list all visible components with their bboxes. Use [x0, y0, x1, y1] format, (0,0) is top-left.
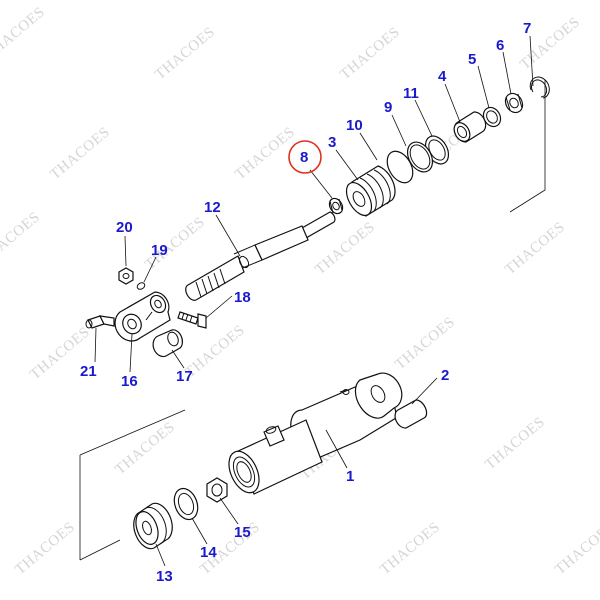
- part-label-21: 21: [80, 363, 97, 380]
- watermark: THACOES: [232, 124, 298, 183]
- grease-fitting-part: [85, 315, 115, 329]
- part-label-18: 18: [234, 289, 251, 306]
- piston-rod-part: [185, 211, 336, 301]
- part-label-20: 20: [116, 219, 133, 236]
- pin-part: [394, 399, 428, 429]
- watermark: THACOES: [47, 124, 113, 183]
- watermark: THACOES: [12, 519, 78, 578]
- watermark: THACOES: [0, 209, 43, 268]
- nut-part: [504, 92, 524, 114]
- watermark: THACOES: [0, 4, 48, 63]
- part-label-7: 7: [523, 20, 531, 37]
- part-label-19: 19: [151, 242, 168, 259]
- backup-ring-part-9: [386, 150, 414, 184]
- part-label-1: 1: [346, 468, 354, 485]
- watermark: THACOES: [482, 414, 548, 473]
- part-label-6: 6: [496, 37, 504, 54]
- lock-nut-part: [328, 197, 344, 215]
- watermark: THACOES: [552, 519, 600, 578]
- small-washer-part: [136, 282, 146, 290]
- part-label-17: 17: [176, 368, 193, 385]
- part-label-14: 14: [200, 544, 217, 561]
- o-ring-part-10: [406, 141, 434, 173]
- hex-nut-part: [206, 477, 228, 503]
- part-labels: 7 6 5 4 11 9 10 3 8 12 20 19 18 21 16 17…: [80, 20, 531, 585]
- bracket-lines: [79, 80, 546, 561]
- part-label-4: 4: [438, 68, 447, 85]
- clevis-bracket-part: [114, 291, 171, 342]
- bolt-part: [177, 311, 207, 329]
- leader-lines: [94, 35, 534, 567]
- part-label-15: 15: [234, 524, 251, 541]
- part-label-9: 9: [384, 99, 392, 116]
- part-label-5: 5: [468, 51, 476, 68]
- piston-part: [345, 165, 396, 217]
- highlight-circle: [288, 140, 322, 174]
- bushing-part-17: [152, 329, 184, 358]
- watermark: THACOES: [152, 24, 218, 83]
- piston-head-part: [133, 502, 173, 550]
- ring-part-14: [173, 487, 199, 521]
- watermark: THACOES: [337, 24, 403, 83]
- part-label-10: 10: [346, 117, 363, 134]
- part-label-3: 3: [328, 134, 336, 151]
- watermark: THACOES: [377, 519, 443, 578]
- watermark: THACOES: [502, 219, 568, 278]
- watermark: THACOES: [392, 314, 458, 373]
- cylinder-tube-part: [228, 372, 403, 495]
- bushing-part: [453, 111, 487, 143]
- watermark: THACOES: [112, 419, 178, 478]
- part-label-12: 12: [204, 199, 221, 216]
- part-label-11: 11: [403, 85, 419, 102]
- part-label-13: 13: [156, 568, 173, 585]
- snap-ring-part: [529, 76, 550, 99]
- part-label-2: 2: [441, 367, 449, 384]
- small-nut-part: [118, 267, 134, 285]
- part-label-16: 16: [121, 373, 138, 390]
- part-label-8: 8: [300, 149, 308, 166]
